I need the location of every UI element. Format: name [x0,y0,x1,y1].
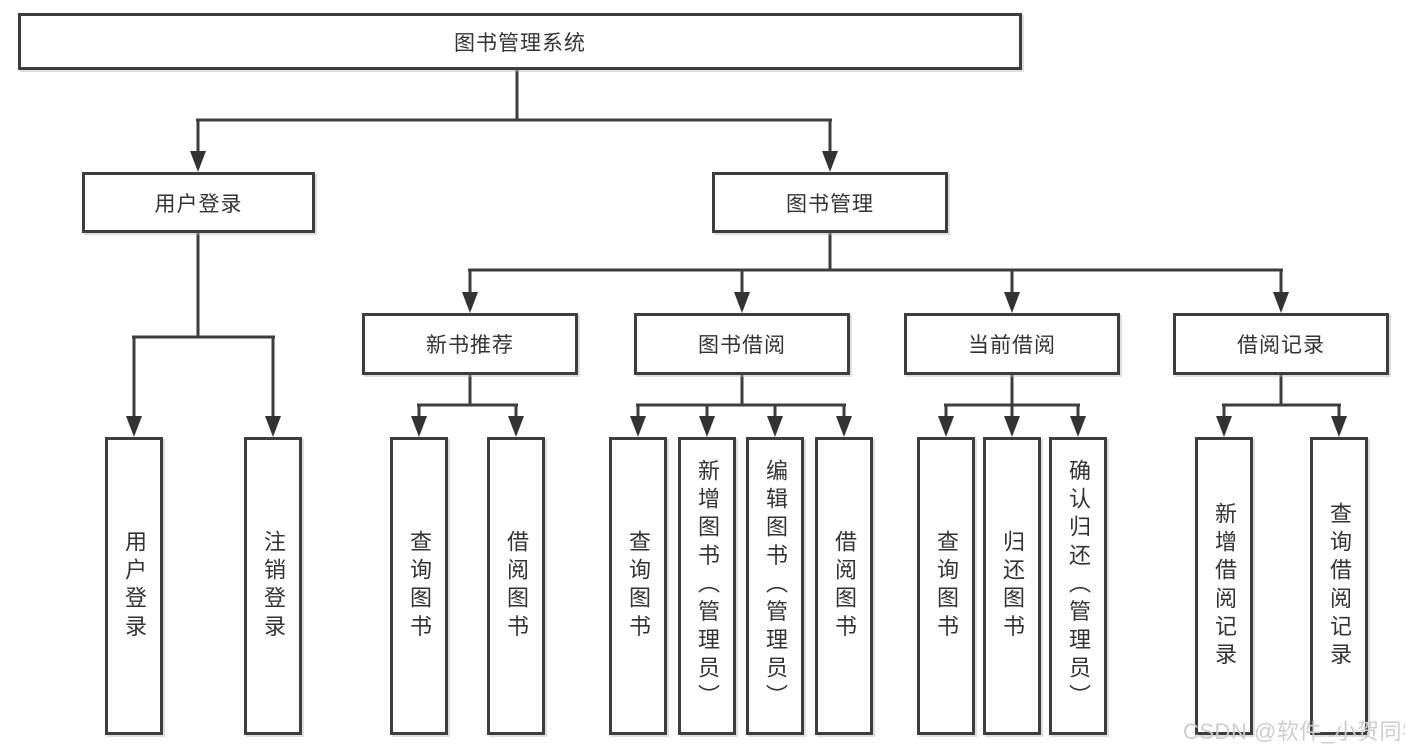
connector-new-book-recommend-to-leaves [411,375,524,437]
node-new-book-recommend: 新书推荐 [362,313,578,375]
leaf-confirm-return-admin: 确认归还（管理员） [1049,437,1107,735]
node-borrow-records-label: 借阅记录 [1237,334,1325,357]
leaf-borrow-borrow-books: 借阅图书 [815,437,873,735]
leaf-current-query-books-label: 查询图书 [934,529,959,643]
connector-current-borrow-to-leaves [938,375,1086,437]
node-book-borrow: 图书借阅 [634,313,850,375]
leaf-logout: 注销登录 [244,437,302,735]
leaf-return-books: 归还图书 [983,437,1041,735]
node-book-management-label: 图书管理 [786,192,874,216]
node-book-management: 图书管理 [712,172,948,233]
node-new-book-recommend-label: 新书推荐 [426,334,514,357]
csdn-watermark: CSDN @软件_小贺同学 [1183,719,1405,744]
leaf-edit-books-admin-label: 编辑图书（管理员） [763,459,788,713]
leaf-recommend-query-books-label: 查询图书 [407,529,432,643]
node-user-login: 用户登录 [82,172,315,233]
leaf-add-borrow-record: 新增借阅记录 [1195,437,1253,735]
leaf-recommend-borrow-books-label: 借阅图书 [504,529,529,643]
connector-user-login-to-leaves [126,233,281,437]
node-root-label: 图书管理系统 [454,31,586,55]
node-current-borrow-label: 当前借阅 [968,334,1056,357]
leaf-add-borrow-record-label: 新增借阅记录 [1212,501,1237,671]
connector-book-borrow-to-leaves [630,375,852,437]
leaf-user-login-label: 用户登录 [122,529,147,643]
leaf-edit-books-admin: 编辑图书（管理员） [746,437,804,735]
connector-borrow-records-to-leaves [1216,375,1347,437]
leaf-confirm-return-admin-label: 确认归还（管理员） [1066,459,1091,713]
leaf-return-books-label: 归还图书 [1000,529,1025,643]
connector-book-management-to-level3 [462,233,1289,313]
connector-root-to-level2 [190,70,838,172]
leaf-query-borrow-record: 查询借阅记录 [1310,437,1368,735]
node-root: 图书管理系统 [18,13,1022,70]
node-user-login-label: 用户登录 [154,192,243,216]
leaf-user-login: 用户登录 [105,437,163,735]
leaf-current-query-books: 查询图书 [917,437,975,735]
node-current-borrow: 当前借阅 [904,313,1120,375]
leaf-borrow-query-books: 查询图书 [609,437,667,735]
leaf-add-books-admin: 新增图书（管理员） [678,437,736,735]
leaf-add-books-admin-label: 新增图书（管理员） [695,459,720,713]
node-book-borrow-label: 图书借阅 [698,334,786,357]
leaf-borrow-borrow-books-label: 借阅图书 [832,529,857,643]
node-borrow-records: 借阅记录 [1173,313,1389,375]
leaf-logout-label: 注销登录 [261,529,286,643]
leaf-recommend-borrow-books: 借阅图书 [487,437,545,735]
leaf-borrow-query-books-label: 查询图书 [626,529,651,643]
leaf-query-borrow-record-label: 查询借阅记录 [1327,501,1352,671]
leaf-recommend-query-books: 查询图书 [390,437,448,735]
